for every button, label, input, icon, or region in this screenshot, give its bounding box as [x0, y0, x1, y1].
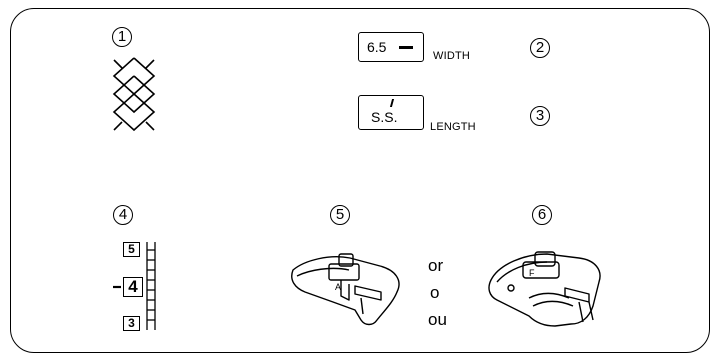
tension-dial-icon: 5 4 3	[113, 240, 158, 332]
marker-3: 3	[530, 106, 550, 126]
cross-stitch-diamond-icon	[108, 54, 160, 144]
width-value: 6.5	[367, 39, 386, 55]
width-dash-icon	[399, 46, 413, 49]
svg-text:F: F	[529, 268, 535, 278]
length-display: S.S.	[358, 95, 424, 130]
presser-foot-f-icon: F	[485, 240, 615, 332]
alternative-word-fr: ou	[428, 310, 447, 330]
tension-upper: 5	[123, 242, 140, 257]
alternative-word-en: or	[428, 256, 443, 276]
marker-6: 6	[532, 205, 552, 225]
length-tick-icon	[390, 99, 394, 107]
width-display: 6.5	[358, 32, 424, 62]
alternative-word-es: o	[430, 283, 439, 303]
marker-4: 4	[113, 205, 133, 225]
length-label: LENGTH	[430, 121, 476, 133]
presser-foot-a-icon: A	[285, 240, 410, 330]
svg-text:A: A	[335, 282, 341, 292]
tension-lower: 3	[123, 316, 140, 331]
length-value: S.S.	[371, 109, 397, 125]
marker-2: 2	[530, 38, 550, 58]
marker-5: 5	[330, 205, 350, 225]
width-label: WIDTH	[433, 50, 470, 62]
tension-current: 4	[123, 277, 143, 297]
marker-1: 1	[112, 27, 132, 47]
